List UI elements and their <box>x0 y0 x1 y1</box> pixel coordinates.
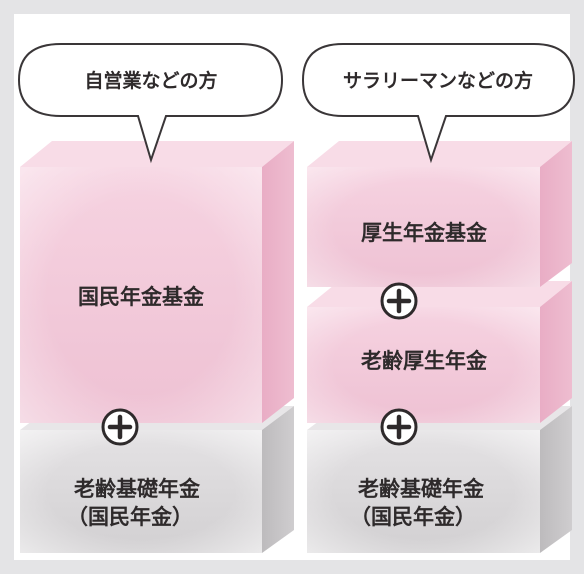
right-column: サラリーマンなどの方 厚生年金基金 老齢厚生年金 老齢基礎年金 （国民年金） <box>301 43 576 553</box>
right-plus-icon-lower <box>380 408 418 446</box>
left-bubble-label: 自営業などの方 <box>84 69 217 92</box>
left-lower-block-label-line2: （国民年金） <box>67 505 193 529</box>
left-column: 自営業などの方 国民年金基金 老齢基礎年金 （国民年金） <box>17 43 294 553</box>
right-lower-block-label-line1: 老齢基礎年金 <box>358 477 485 501</box>
right-top-block-label: 厚生年金基金 <box>361 221 488 245</box>
left-national-pension-fund-block <box>20 141 294 423</box>
right-middle-block-label: 老齢厚生年金 <box>361 349 488 373</box>
left-plus-icon <box>101 408 139 446</box>
right-plus-icon-upper <box>380 282 418 320</box>
right-bubble-label: サラリーマンなどの方 <box>343 69 533 92</box>
right-basic-pension-block <box>307 406 572 553</box>
right-employees-pension-fund-block <box>307 141 572 287</box>
right-speech-bubble <box>301 43 576 164</box>
right-employees-pension-block <box>307 281 572 423</box>
left-lower-block-label-line1: 老齢基礎年金 <box>74 477 201 501</box>
left-upper-block-label: 国民年金基金 <box>78 285 205 309</box>
left-basic-pension-block <box>20 406 294 553</box>
left-speech-bubble <box>17 43 284 164</box>
right-lower-block-label-line2: （国民年金） <box>350 505 476 529</box>
